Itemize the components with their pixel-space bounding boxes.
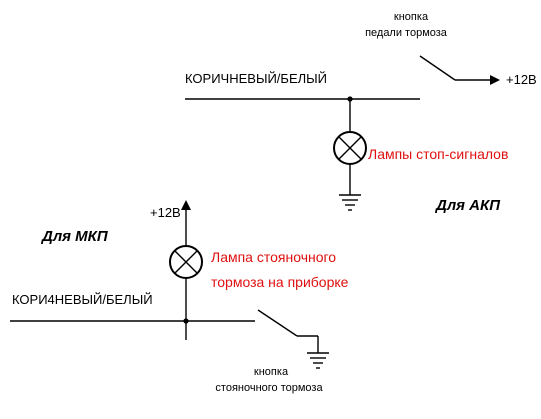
bottom-junction-dot [183, 318, 189, 324]
bottom-wire-label: КОРИ4НЕВЫЙ/БЕЛЫЙ [12, 292, 153, 307]
stop-lamp-label: Лампы стоп-сигналов [368, 146, 508, 162]
stop-lamp-icon [333, 131, 367, 165]
parking-lamp-label-line1: Лампа стояночного [211, 249, 336, 265]
parking-switch-label-line1: кнопка [254, 366, 289, 378]
bottom-ground-icon [307, 352, 329, 369]
top-ground-icon [339, 194, 361, 211]
top-supply-label: +12В [506, 72, 537, 87]
parking-brake-lamp-icon [169, 245, 203, 279]
bottom-supply-arrow-icon [181, 200, 191, 210]
brake-pedal-switch-label-line2: педали тормоза [365, 27, 448, 39]
brake-pedal-switch [419, 55, 456, 81]
top-wire-label: КОРИЧНЕВЫЙ/БЕЛЫЙ [185, 71, 327, 86]
bottom-circuit: Для МКП +12В Лампа стояночного тормоза н… [10, 200, 349, 394]
parking-lamp-label-line2: тормоза на приборке [211, 274, 349, 290]
bottom-circuit-title: Для МКП [40, 228, 109, 245]
brake-pedal-switch-label-line1: кнопка [394, 11, 429, 23]
parking-brake-switch [257, 309, 298, 337]
bottom-supply-label: +12В [150, 205, 181, 220]
top-circuit-title: Для АКП [434, 197, 501, 214]
top-supply-arrow-icon [490, 75, 500, 85]
parking-switch-label-line2: стояночного тормоза [215, 382, 323, 394]
top-circuit: кнопка педали тормоза КОРИЧНЕВЫЙ/БЕЛЫЙ +… [185, 11, 537, 214]
